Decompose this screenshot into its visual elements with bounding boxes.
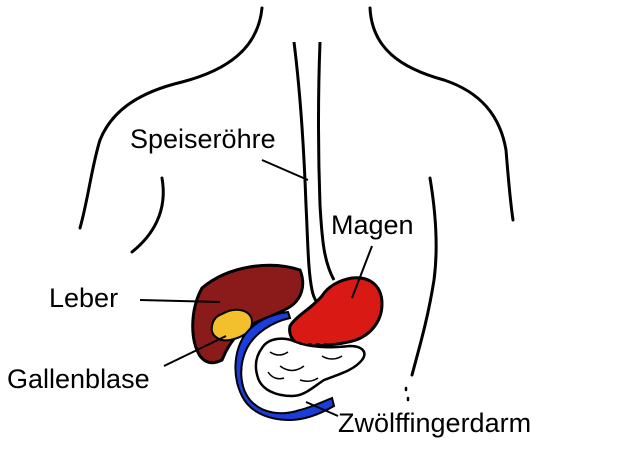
esophagus-left-wall [292, 41, 326, 312]
right-lower-dots [404, 386, 410, 402]
esophagus-leader-line [261, 159, 309, 181]
gallbladder-shape [210, 308, 254, 342]
pancreas-shape [254, 337, 366, 398]
label-esophagus: Speiseröhre [130, 124, 276, 154]
label-liver: Leber [49, 283, 118, 313]
label-gallbladder: Gallenblase [7, 364, 150, 394]
right-waist-line [410, 176, 438, 377]
esophagus [292, 41, 336, 312]
left-shoulder-line [78, 6, 264, 230]
gallbladder-leader-line [163, 335, 227, 367]
torso-outline [78, 6, 515, 402]
liver-leader-line [139, 299, 221, 303]
stomach-shape [288, 276, 384, 348]
label-duodenum: Zwölffingerdarm [338, 408, 531, 438]
right-shoulder-line [368, 6, 515, 222]
label-stomach: Magen [331, 210, 414, 240]
esophagus-right-wall [317, 41, 336, 281]
duodenum-leader-line [305, 401, 339, 417]
stomach-leader-line [351, 245, 373, 299]
left-waist-line [130, 176, 165, 254]
pancreas-details [267, 351, 343, 383]
leader-lines [139, 159, 373, 417]
